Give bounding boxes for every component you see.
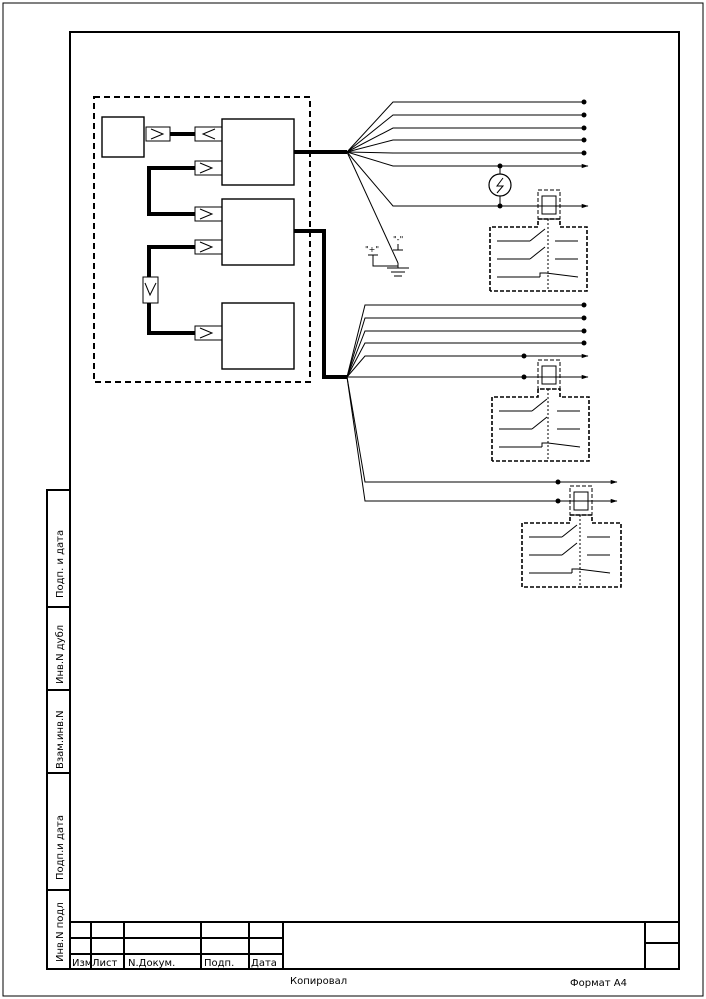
lower-bundle-arrows (570, 353, 618, 504)
ground-label-plus: "+" (365, 245, 379, 254)
lower-bundle-dots (521, 302, 587, 504)
ground-label-minus: "-" (393, 235, 403, 244)
title-col-data: Дата (251, 958, 277, 969)
side-label-podp-data-2: Подп.и дата (55, 815, 66, 880)
indicator-lamp-mark (496, 177, 505, 194)
side-stamp (46, 489, 71, 970)
indicator-lamp-icon (488, 173, 512, 197)
connectors (142, 126, 223, 341)
relay-2 (491, 359, 590, 462)
upper-bundle-dots (497, 99, 587, 209)
title-block (70, 921, 679, 969)
title-col-ndokum: N.Докум. (128, 958, 175, 969)
side-label-inv-podl: Инв.N подл (55, 902, 66, 962)
upper-bundle (346, 101, 588, 264)
block-unit-1 (221, 118, 295, 186)
ground-icon (368, 244, 409, 277)
title-col-izm: Изм (72, 958, 92, 969)
footer-copied: Копировал (290, 976, 347, 987)
block-unit-2 (221, 198, 295, 266)
block-source (101, 116, 145, 158)
side-label-podp-data-1: Подп. и дата (55, 530, 66, 598)
relay-1 (489, 189, 588, 292)
device-blocks (101, 116, 295, 370)
upper-bundle-arrows (570, 163, 589, 209)
footer-format: Формат А4 (570, 978, 627, 989)
block-unit-3 (221, 302, 295, 370)
side-label-vzam-inv: Взам.инв.N (55, 710, 66, 769)
title-col-podp: Подп. (204, 958, 234, 969)
title-col-list: Лист (92, 958, 118, 969)
side-label-inv-dubl: Инв.N дубл (55, 625, 66, 684)
relay-3 (521, 485, 622, 588)
internal-links (147, 132, 347, 379)
lower-bundle (346, 304, 617, 502)
